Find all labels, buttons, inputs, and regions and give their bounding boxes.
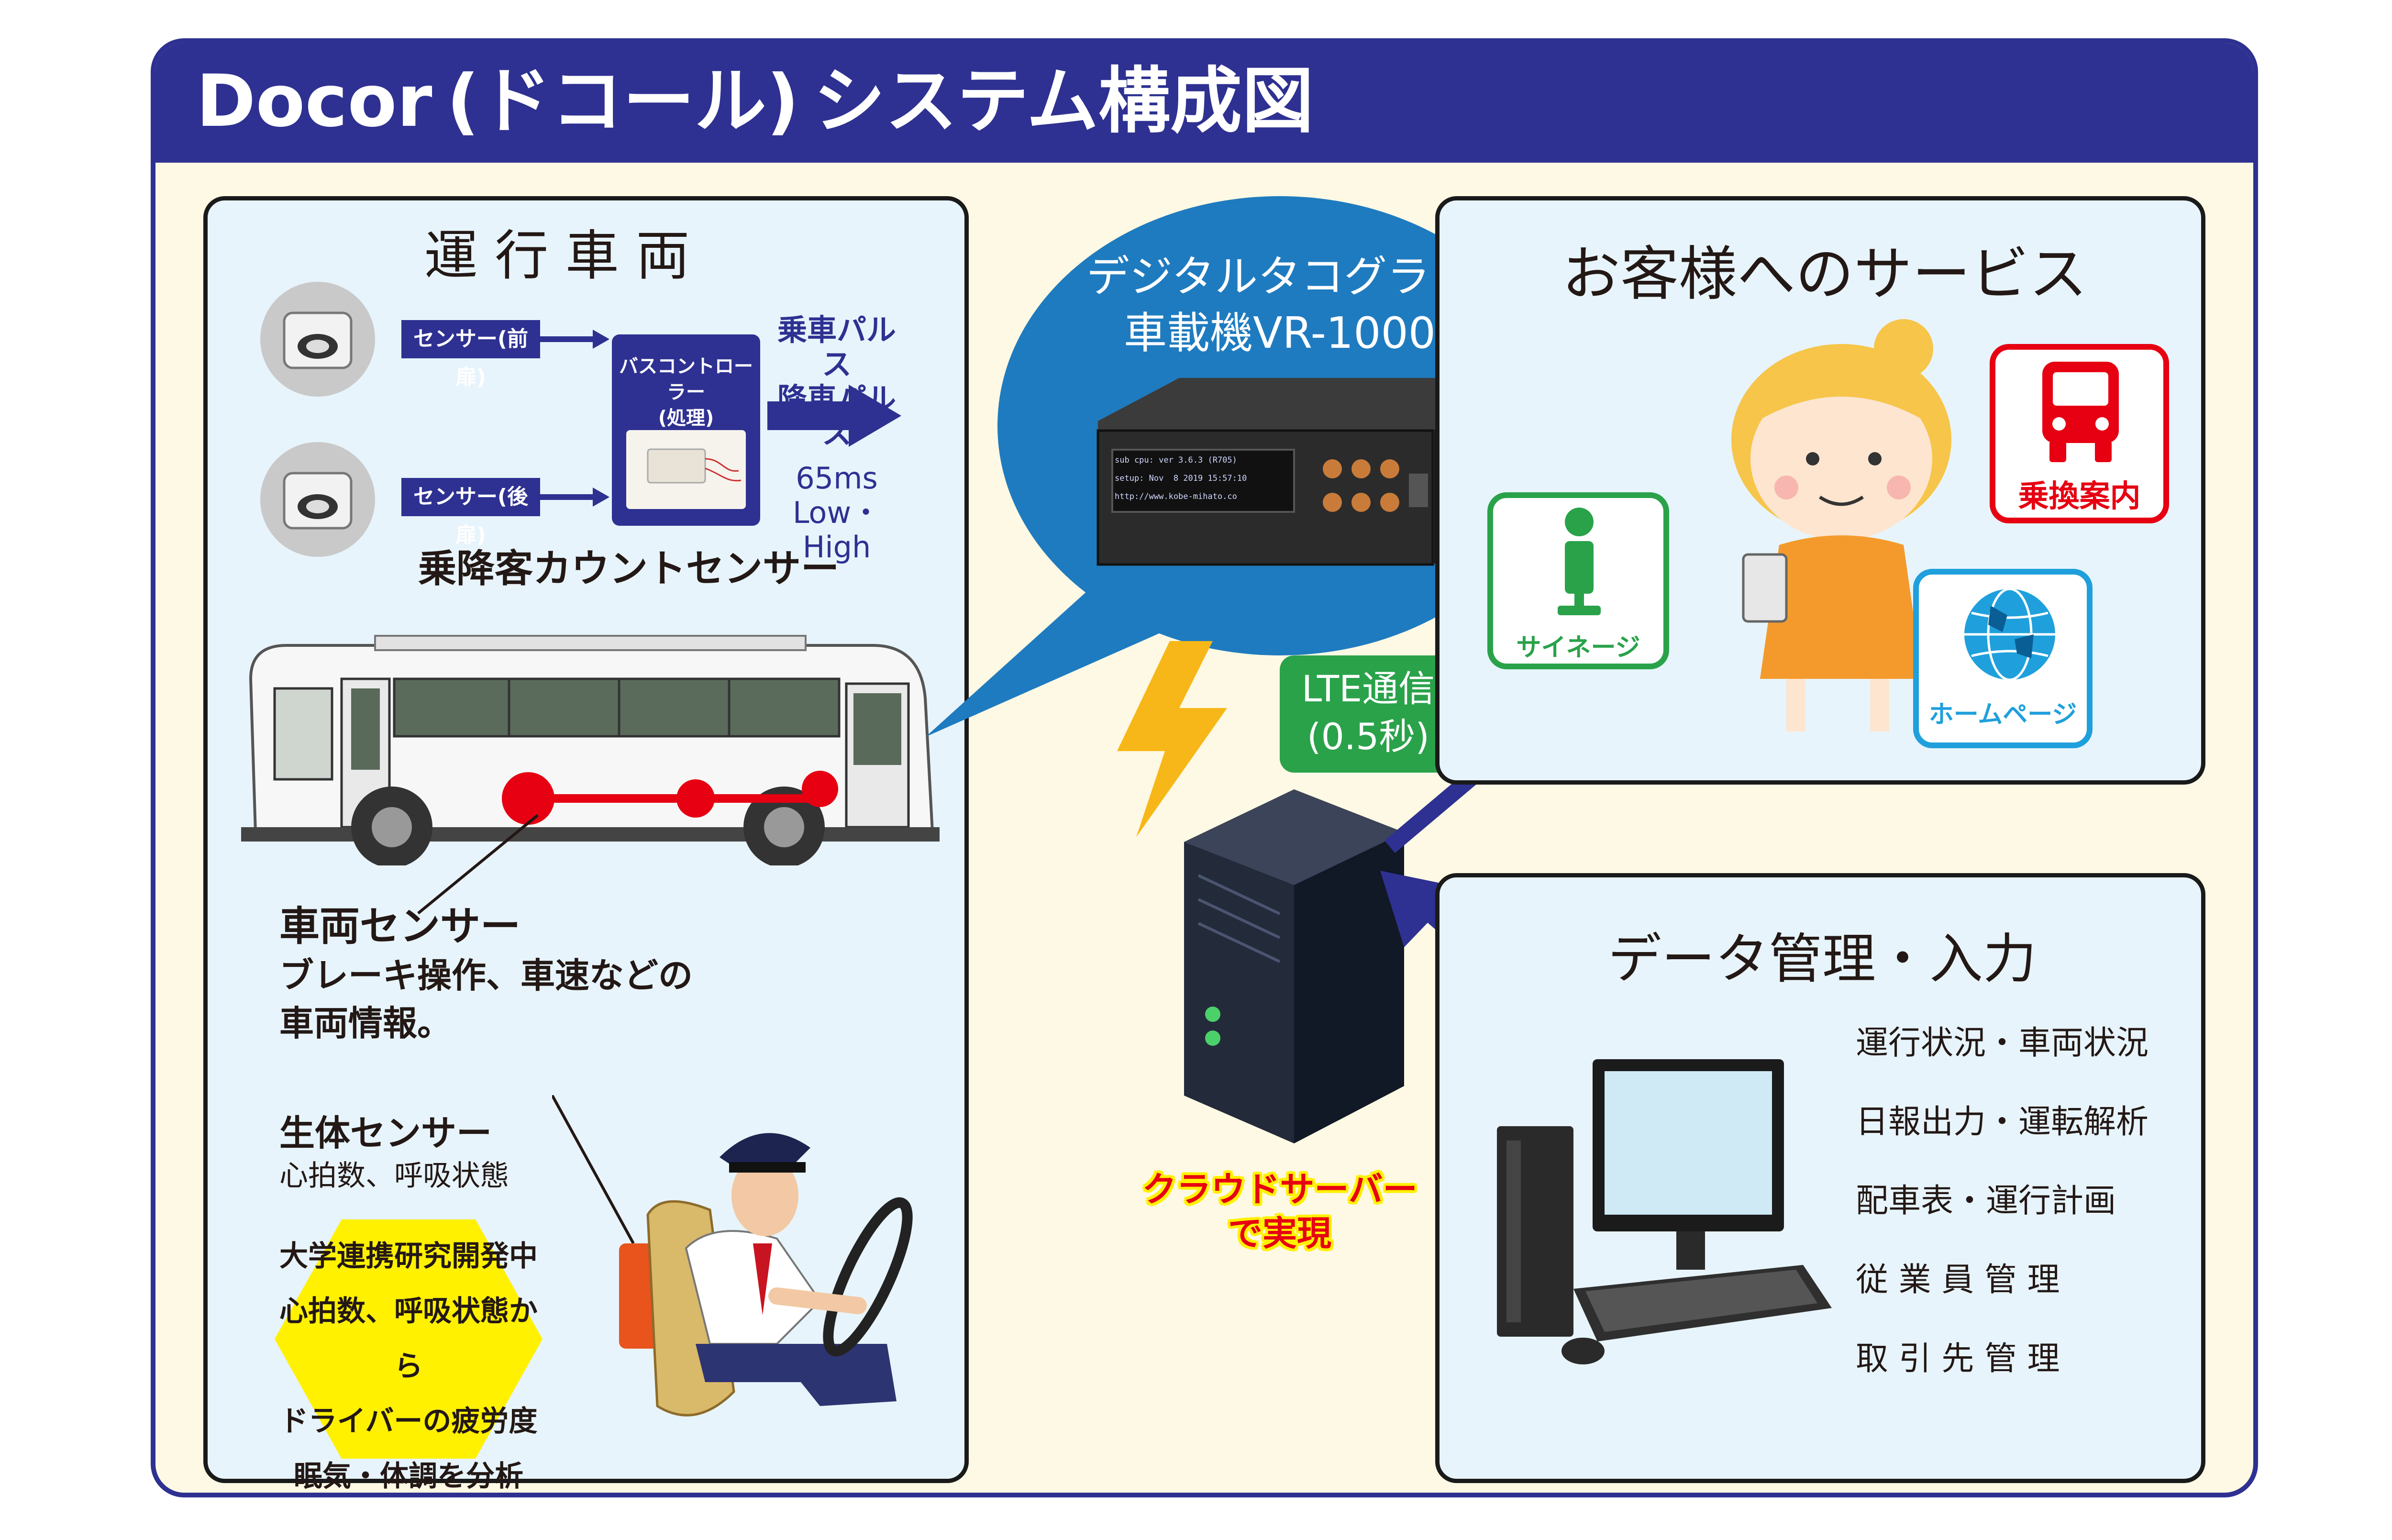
homepage-badge: ホームページ — [1913, 569, 2093, 748]
data-management-panel: データ管理・入力 運行状況・車両状況 日報出力・運転解析 配車表・運行計画 従 … — [1435, 873, 2205, 1483]
customer-woman-illustration — [1731, 319, 1951, 731]
data-item-employee-management: 従 業 員 管 理 — [1856, 1261, 2060, 1299]
signage-icon — [1558, 508, 1601, 615]
tachograph-screen-text: sub cpu: ver 3.6.3 (R705) setup: Nov 8 2… — [1115, 455, 1247, 501]
title-bar: Docor (ドコール) システム構成図 — [155, 43, 2253, 163]
service-panel-title: お客様へのサービス — [1562, 240, 2087, 308]
research-text: 大学連携研究開発中 心拍数、呼吸状態から ドライバーの疲労度 眠気・体調を分析 — [279, 1240, 538, 1493]
lte-badge: LTE通信 (0.5秒) — [1280, 655, 1457, 773]
controller-device-icon — [626, 430, 746, 509]
data-item-dispatch-plan: 配車表・運行計画 — [1856, 1182, 2116, 1220]
front-door-sensor-icon — [260, 282, 375, 397]
front-sensor-label: センサー(前扉) — [401, 320, 540, 389]
bio-sensor-desc: 心拍数、呼吸状態 — [279, 1159, 509, 1193]
page-title: Docor (ドコール) システム構成図 — [196, 60, 1314, 143]
bus-illustration — [241, 635, 940, 865]
cloud-server-icon — [1184, 789, 1404, 1143]
tachograph-title: デジタルタコグラフ 車載機VR-1000 — [1086, 252, 1473, 358]
rear-sensor-label: センサー(後扉) — [401, 478, 540, 547]
desktop-computer-illustration — [1497, 1059, 1832, 1364]
vehicle-sensor-title: 車両センサー — [279, 903, 521, 950]
cloud-server-label: クラウドサーバー で実現 — [1142, 1169, 1417, 1253]
service-panel: お客様へのサービス サイネージ — [1435, 196, 2205, 785]
timing-label: 65ms Low・High — [792, 461, 881, 565]
data-panel-title: データ管理・入力 — [1608, 928, 2037, 990]
vehicle-sensor-desc: ブレーキ操作、車速などの 車両情報。 — [279, 955, 693, 1043]
bus-controller-label: バスコントローラー (処理) — [619, 355, 753, 429]
pulse-arrow — [767, 385, 901, 447]
research-hexagon — [275, 1219, 543, 1459]
data-item-daily-report: 日報出力・運転解析 — [1856, 1103, 2149, 1141]
bus-icon — [2042, 362, 2119, 462]
sensor-arrows — [540, 330, 609, 507]
signage-badge: サイネージ — [1487, 492, 1669, 669]
data-item-client-management: 取 引 先 管 理 — [1856, 1340, 2060, 1378]
transfer-badge: 乗換案内 — [1990, 344, 2169, 523]
wireless-lightning-icon — [1117, 641, 1227, 837]
homepage-label: ホームページ — [1928, 700, 2077, 729]
transfer-label: 乗換案内 — [2018, 479, 2141, 514]
count-sensor-title: 乗降客カウントセンサー — [418, 546, 839, 591]
bus-controller-box: バスコントローラー (処理) — [612, 334, 760, 526]
globe-icon — [1964, 587, 2055, 681]
rear-door-sensor-icon — [260, 442, 375, 557]
signage-label: サイネージ — [1516, 633, 1640, 662]
vehicle-sensor-pointer — [417, 814, 539, 915]
driver-illustration — [552, 1095, 913, 1417]
vehicle-panel-title: 運 行 車 両 — [424, 225, 690, 287]
data-item-operation-status: 運行状況・車両状況 — [1856, 1024, 2149, 1062]
vehicle-panel: 運 行 車 両 センサー(前扉) センサー(後扉) バスコントローラー (処理) — [203, 196, 969, 1493]
diagram-frame: Docor (ドコール) システム構成図 運 行 車 両 センサー(前扉) セン… — [151, 38, 2258, 1497]
pulse-label: 乗車パルス 降車パルス — [777, 312, 896, 451]
bio-sensor-title: 生体センサー — [279, 1113, 492, 1154]
lte-label: LTE通信 (0.5秒) — [1301, 667, 1435, 758]
